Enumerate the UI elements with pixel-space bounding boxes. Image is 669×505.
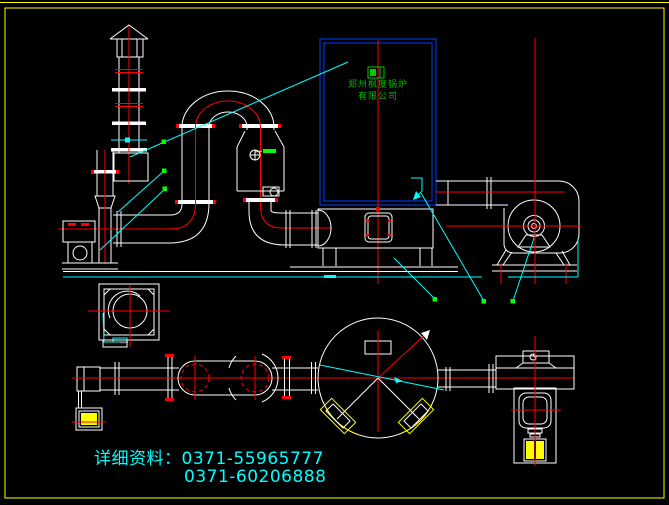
plan-fan [438,336,575,466]
motor-highlight [526,441,534,459]
plan-rotary-joint [177,353,318,403]
leader-line [319,364,445,391]
vibration-motor-left [319,397,357,435]
arrowhead [421,330,430,340]
filter-box [319,38,437,284]
grip-points [161,139,516,304]
centrifugal-fan-elevation [446,38,581,284]
plan-vessel [317,317,445,439]
grip-point[interactable] [162,168,167,174]
grip-point[interactable] [161,139,167,145]
front-fan-view [88,283,170,348]
chimney [109,24,149,184]
cyclone-separator [236,130,285,211]
motor-highlight [536,441,544,459]
company-name-line1: 郑州枫度锅炉 [347,80,408,90]
plan-feed-valve [72,366,106,431]
contact-phone-line2: 0371-60206888 [184,467,327,487]
leader-lines [99,61,535,302]
leader-arrow [394,377,403,383]
plan-pipe [72,354,574,401]
cyclone-outlet-duct [248,209,332,248]
ground-line [63,266,482,278]
contact-phone-line1: 详细资料：0371-55965777 [94,449,324,469]
outlet-duct [436,177,565,209]
dryer-body [317,207,434,266]
feed-pipe [91,150,119,264]
grip-point[interactable] [162,186,168,192]
grip-point[interactable] [125,137,130,143]
grip-point[interactable] [432,297,438,302]
highlight-bar [263,149,276,153]
actuator-highlight [81,413,97,425]
company-logo [367,66,385,79]
inverted-u-duct [169,90,332,230]
vibration-motor-right [397,397,435,435]
grip-point[interactable] [481,299,487,304]
annotation-bracket [411,177,423,200]
grip-point[interactable] [510,299,516,304]
company-name-line2: 有限公司 [357,92,398,102]
